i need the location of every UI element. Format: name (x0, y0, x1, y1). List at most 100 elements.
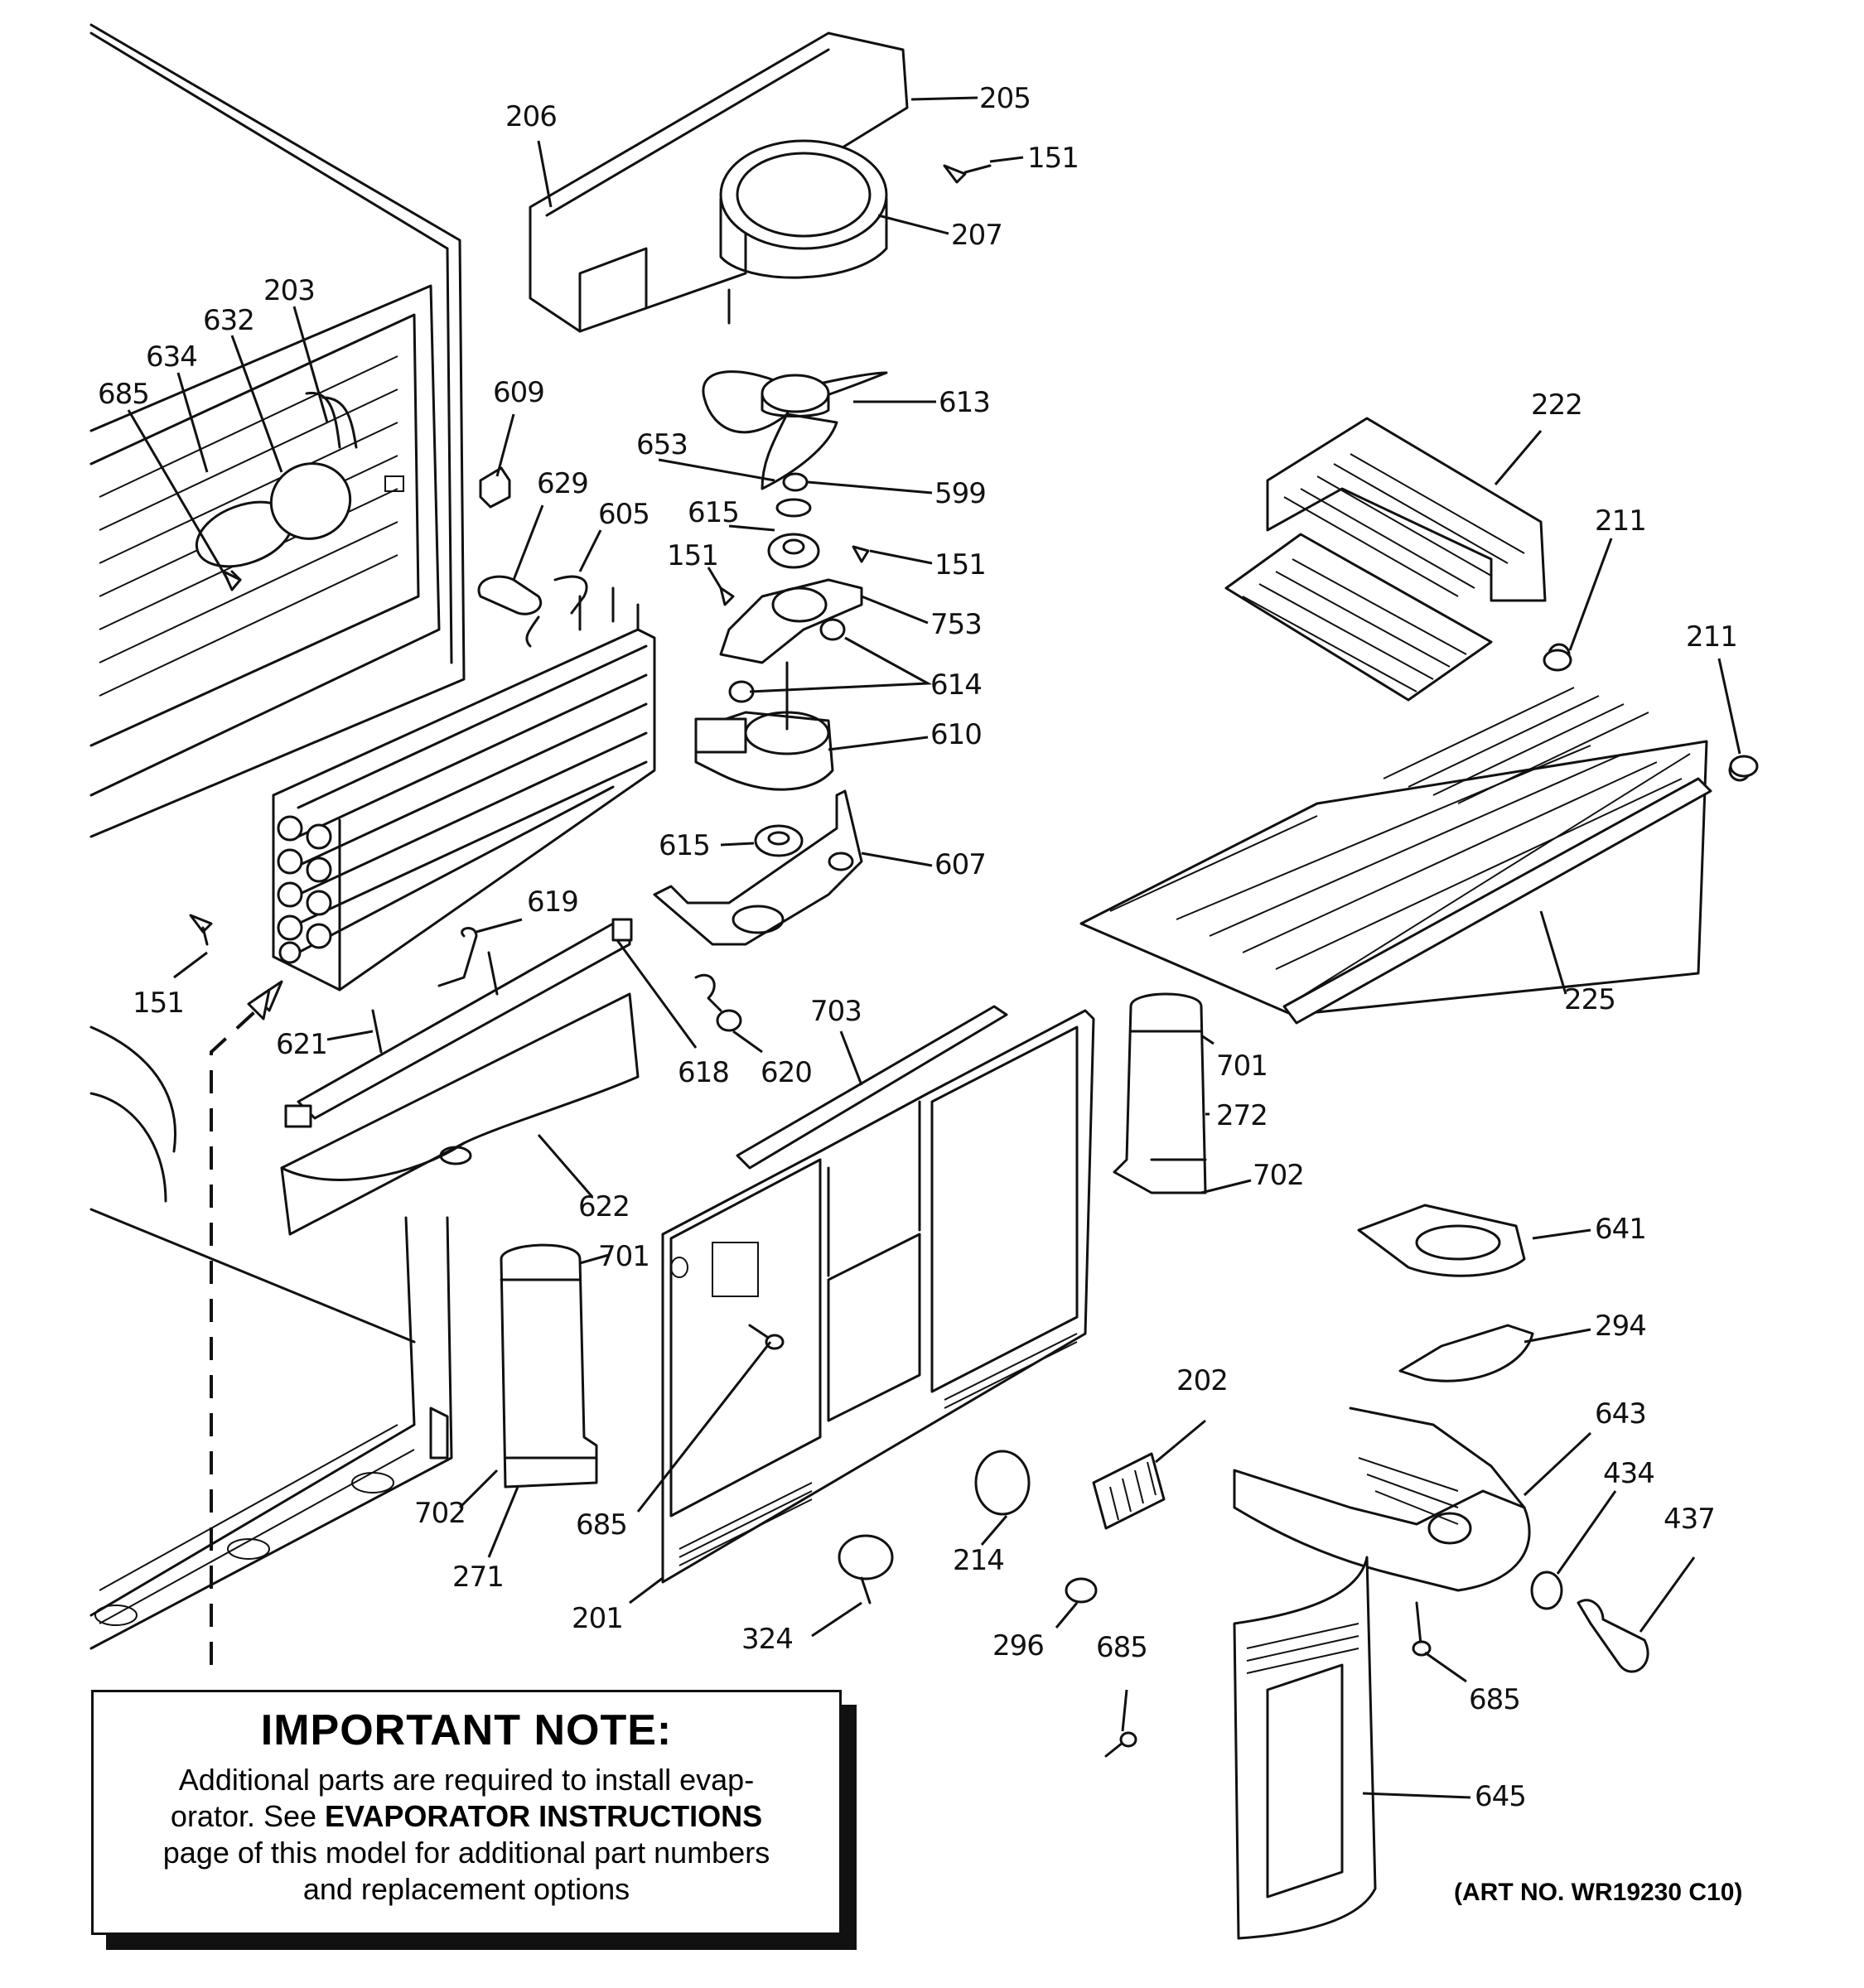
shelf-222 (1224, 417, 1547, 702)
label-202: 202 (1176, 1364, 1228, 1397)
plug-214 (974, 1450, 1031, 1516)
screw-151-mid (719, 586, 735, 606)
label-645: 645 (1475, 1780, 1526, 1813)
note-line-2-a: orator. See (170, 1799, 326, 1833)
clip-211a (1543, 649, 1572, 672)
duct-272 (1113, 992, 1207, 1194)
label-324: 324 (741, 1623, 793, 1656)
label-151: 151 (1027, 142, 1079, 175)
label-211: 211 (1595, 504, 1646, 538)
label-272: 272 (1216, 1099, 1268, 1132)
label-629: 629 (537, 467, 588, 500)
clip-619 (437, 927, 499, 996)
label-609: 609 (493, 376, 544, 409)
screw-151-left (189, 914, 213, 946)
label-211: 211 (1686, 620, 1737, 654)
note-line-1: Additional parts are required to install… (178, 1763, 755, 1797)
hose-629 (477, 575, 542, 615)
drain-trough-622 (280, 992, 640, 1236)
label-641: 641 (1595, 1213, 1646, 1246)
dashed-arrow (210, 988, 271, 1665)
label-222: 222 (1531, 388, 1582, 422)
defrost-heater-618 (284, 918, 633, 1128)
label-618: 618 (678, 1056, 729, 1089)
clip-621 (371, 1009, 383, 1054)
gasket-703 (736, 1005, 1008, 1170)
label-294: 294 (1595, 1310, 1646, 1343)
label-214: 214 (953, 1544, 1004, 1577)
sensor-620 (694, 973, 742, 1032)
note-line-3: page of this model for additional part n… (162, 1836, 770, 1870)
duct-271 (500, 1243, 598, 1489)
note-line-2: orator. See EVAPORATOR INSTRUCTIONS (94, 1798, 839, 1835)
important-note-box: IMPORTANT NOTE: Additional parts are req… (91, 1690, 842, 1935)
label-685: 685 (1096, 1631, 1147, 1664)
label-634: 634 (146, 340, 197, 374)
note-line-4: and replacement options (302, 1872, 630, 1906)
label-205: 205 (979, 82, 1031, 115)
top-duct-assembly (529, 31, 909, 333)
label-225: 225 (1564, 983, 1615, 1016)
label-702: 702 (1253, 1159, 1304, 1192)
evaporator-instructions-link: EVAPORATOR INSTRUCTIONS (325, 1799, 763, 1833)
label-621: 621 (276, 1028, 327, 1061)
motor-bracket-753 (719, 578, 863, 664)
label-622: 622 (578, 1190, 630, 1223)
label-632: 632 (203, 304, 254, 337)
fan-blade (702, 370, 888, 490)
plug-324 (838, 1534, 894, 1604)
label-701: 701 (1216, 1049, 1268, 1083)
label-685: 685 (576, 1508, 627, 1542)
motor-bracket-607 (653, 789, 863, 946)
label-437: 437 (1664, 1503, 1715, 1536)
label-685: 685 (98, 378, 149, 411)
label-703: 703 (810, 995, 862, 1028)
socket-434 (1530, 1571, 1563, 1610)
label-201: 201 (572, 1602, 623, 1635)
shield-645 (1233, 1556, 1377, 1940)
label-619: 619 (527, 885, 578, 919)
screw-685-panel (748, 1324, 785, 1350)
label-610: 610 (930, 718, 982, 751)
label-614: 614 (930, 668, 982, 702)
screw-685-top (222, 570, 242, 591)
grommet-615-bottom (754, 824, 804, 857)
label-653: 653 (636, 428, 688, 461)
bulb-437 (1577, 1599, 1649, 1673)
label-203: 203 (263, 274, 315, 307)
grommet-615-top (767, 498, 820, 569)
screw-151-top (943, 164, 992, 184)
grommet-614 (728, 618, 846, 703)
switch-609 (479, 466, 511, 509)
label-615: 615 (688, 496, 739, 529)
art-number: (ART NO. WR19230 C10) (1454, 1879, 1743, 1906)
clip-211b (1729, 755, 1759, 778)
screw-685-right (1412, 1601, 1432, 1657)
label-599: 599 (934, 477, 986, 510)
housing-643 (1233, 1407, 1531, 1592)
label-206: 206 (505, 100, 557, 133)
label-296: 296 (992, 1629, 1044, 1662)
label-620: 620 (761, 1056, 812, 1089)
note-title: IMPORTANT NOTE: (260, 1706, 673, 1754)
label-271: 271 (452, 1561, 504, 1594)
label-151: 151 (133, 987, 184, 1020)
callout-labels: 205 206 151 207 203 632 634 685 609 613 … (98, 82, 1738, 1813)
fan-motor-610 (694, 661, 834, 791)
label-643: 643 (1595, 1397, 1646, 1431)
label-151: 151 (934, 548, 986, 581)
label-615: 615 (659, 829, 710, 862)
label-607: 607 (934, 848, 986, 881)
grille-202 (1092, 1452, 1166, 1530)
label-151: 151 (667, 539, 718, 572)
lens-294 (1398, 1324, 1534, 1382)
rear-panel-201 (661, 1009, 1095, 1584)
cabinet-drawing (89, 23, 466, 1650)
label-753: 753 (930, 608, 982, 641)
label-605: 605 (598, 498, 650, 531)
label-434: 434 (1603, 1457, 1654, 1490)
hose-605 (525, 575, 588, 648)
plug-296 (1065, 1577, 1098, 1604)
cover-641 (1357, 1204, 1526, 1277)
